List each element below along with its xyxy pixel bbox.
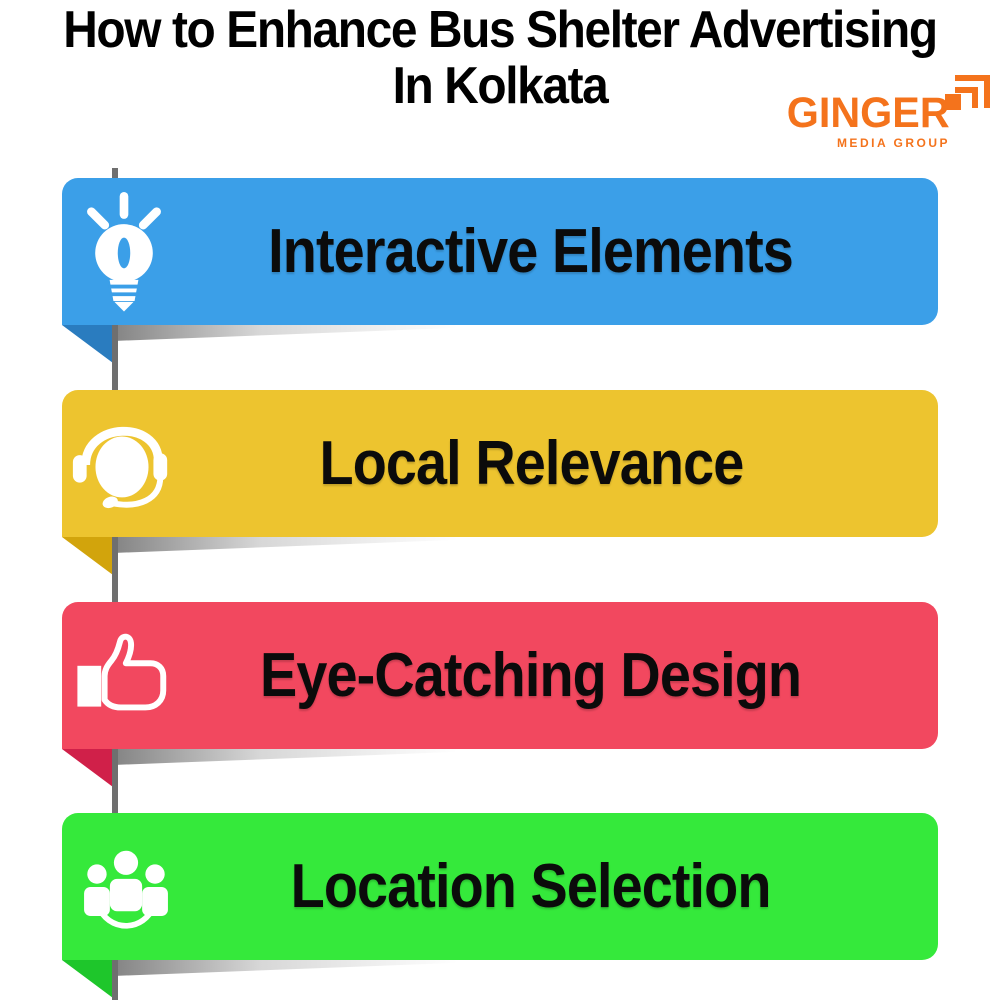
ribbon-fold [62, 537, 113, 575]
logo-tagline: MEDIA GROUP [836, 136, 950, 150]
ribbon-fold [62, 960, 113, 998]
ribbon-banner: Local Relevance [62, 390, 938, 537]
page-title: How to Enhance Bus Shelter Advertising I… [0, 4, 1000, 112]
ribbon-shadow [113, 325, 533, 341]
steps-logo-icon [943, 74, 990, 111]
title-line-2: In Kolkata [392, 57, 609, 115]
ribbon-fold [62, 749, 113, 787]
ribbon-local-relevance: Local Relevance [62, 390, 938, 590]
ribbon-shadow [113, 537, 533, 553]
title-line-1: How to Enhance Bus Shelter Advertising [63, 1, 938, 59]
thumbs-up-icon [74, 628, 176, 724]
ribbon-label: Eye-Catching Design [260, 641, 802, 710]
ribbon-fold [62, 325, 113, 363]
headset-icon [67, 406, 177, 522]
timeline-line [112, 168, 118, 1000]
ribbon-label: Local Relevance [319, 429, 744, 498]
ribbon-shadow [113, 960, 533, 976]
ribbon-banner: Location Selection [62, 813, 938, 960]
ribbon-shadow [113, 749, 533, 765]
ribbon-label: Location Selection [291, 852, 772, 921]
logo-name: GINGER [787, 89, 950, 137]
ribbon-banner: Interactive Elements [62, 178, 938, 325]
brand-logo: GINGER MEDIA GROUP [730, 74, 990, 158]
ribbon-interactive-elements: Interactive Elements [62, 178, 938, 378]
lightbulb-icon [76, 191, 172, 312]
ribbon-label: Interactive Elements [268, 217, 795, 286]
ribbon-banner: Eye-Catching Design [62, 602, 938, 749]
ribbon-eye-catching-design: Eye-Catching Design [62, 602, 938, 802]
people-group-icon [76, 843, 176, 931]
ribbon-location-selection: Location Selection [62, 813, 938, 1000]
